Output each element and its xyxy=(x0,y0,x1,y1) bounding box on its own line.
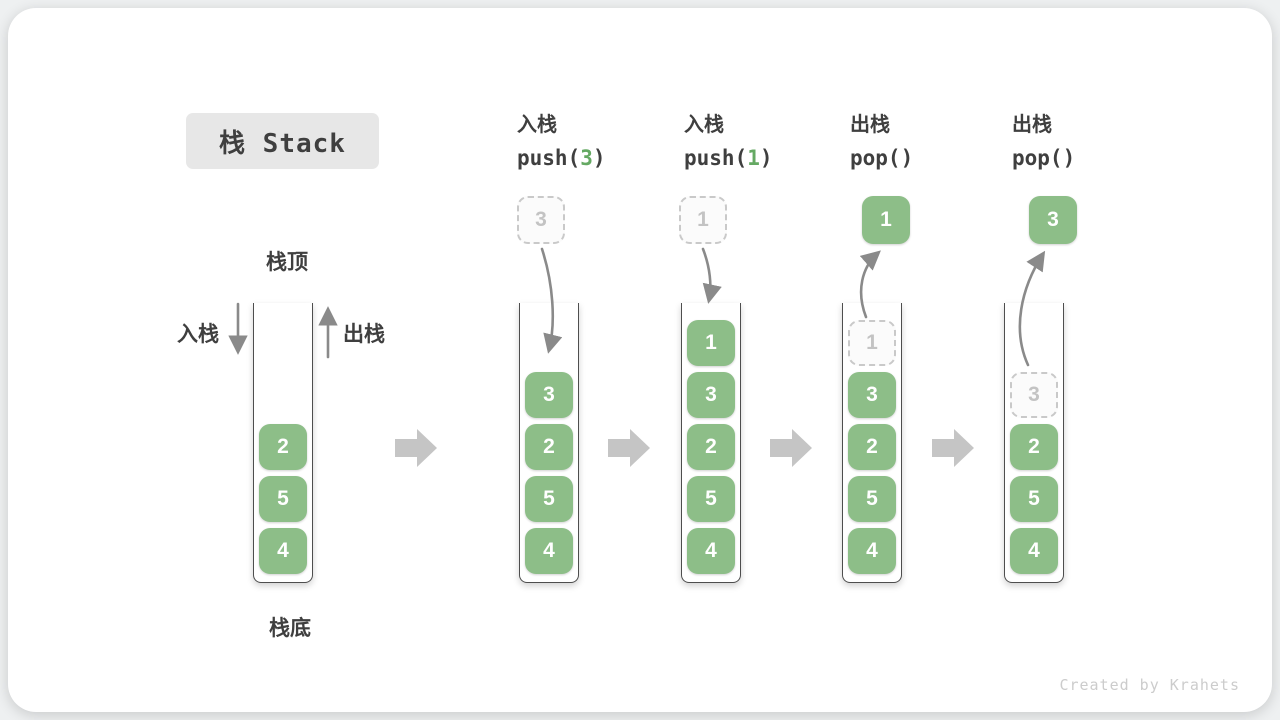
stack-cell: 4 xyxy=(1010,528,1058,574)
op-name: 入栈 xyxy=(684,114,724,136)
code-post: ) xyxy=(592,146,606,170)
code-pre: pop( xyxy=(1012,146,1063,170)
stack-cell: 5 xyxy=(1010,476,1058,522)
op-name: 出栈 xyxy=(1012,114,1052,136)
stack-cell: 1 xyxy=(687,320,735,366)
op-label-push-1: 入栈 push(1) xyxy=(684,108,773,170)
stack-cell: 5 xyxy=(687,476,735,522)
op-code: push(1) xyxy=(684,146,773,170)
stack-cell: 5 xyxy=(525,476,573,522)
op-code: pop() xyxy=(1012,146,1075,170)
watermark-credit: Created by Krahets xyxy=(1059,676,1240,694)
op-label-push-3: 入栈 push(3) xyxy=(517,108,606,170)
stack-cell: 4 xyxy=(525,528,573,574)
op-code: pop() xyxy=(850,146,913,170)
op-code: push(3) xyxy=(517,146,606,170)
op-name: 入栈 xyxy=(517,114,557,136)
outgoing-value-box: 1 xyxy=(862,196,910,244)
code-post: ) xyxy=(1062,146,1076,170)
code-post: ) xyxy=(759,146,773,170)
title-text: 栈 Stack xyxy=(219,128,346,159)
code-pre: push( xyxy=(684,146,748,170)
stack-cell: 4 xyxy=(259,528,307,574)
stack-cell: 3 xyxy=(848,372,896,418)
popped-ghost-cell: 3 xyxy=(1010,372,1058,418)
stack-cell: 4 xyxy=(687,528,735,574)
stack-cell: 4 xyxy=(848,528,896,574)
incoming-value-box: 3 xyxy=(517,196,565,244)
stack-cell: 2 xyxy=(525,424,573,470)
outgoing-value-box: 3 xyxy=(1029,196,1077,244)
popped-ghost-cell: 1 xyxy=(848,320,896,366)
right-block-arrow-icon xyxy=(608,429,650,467)
stack-state-2: 3 3 2 5 4 xyxy=(517,0,579,720)
stack-state-5: 3 3 2 5 4 xyxy=(1004,0,1077,720)
op-label-pop-3: 出栈 pop() xyxy=(1012,108,1075,170)
push-side-label: 入栈 xyxy=(177,323,219,346)
stack-cell: 5 xyxy=(848,476,896,522)
stack-cell: 2 xyxy=(1010,424,1058,470)
code-pre: push( xyxy=(517,146,581,170)
code-arg: 1 xyxy=(747,146,760,170)
code-arg: 3 xyxy=(580,146,593,170)
pop-side-label: 出栈 xyxy=(343,323,385,346)
code-pre: pop( xyxy=(850,146,901,170)
right-block-arrow-icon xyxy=(932,429,974,467)
stack-state-4: 1 1 3 2 5 4 xyxy=(842,0,910,720)
right-block-arrow-icon xyxy=(770,429,812,467)
right-block-arrow-icon xyxy=(395,429,437,467)
op-name: 出栈 xyxy=(850,114,890,136)
incoming-value-box: 1 xyxy=(679,196,727,244)
stack-cell: 3 xyxy=(525,372,573,418)
stack-cell: 3 xyxy=(687,372,735,418)
stack-cell: 2 xyxy=(259,424,307,470)
op-label-pop-1: 出栈 pop() xyxy=(850,108,913,170)
stack-state-3: 1 1 3 2 5 4 xyxy=(679,0,741,720)
code-post: ) xyxy=(900,146,914,170)
stack-cell: 2 xyxy=(848,424,896,470)
stack-cell: 5 xyxy=(259,476,307,522)
stack-bottom-label: 栈底 xyxy=(269,617,311,640)
stack-cell: 2 xyxy=(687,424,735,470)
stack-state-1: 2 5 4 xyxy=(253,0,313,720)
stack-top-label: 栈顶 xyxy=(266,251,308,274)
title-box: 栈 Stack xyxy=(186,113,379,169)
